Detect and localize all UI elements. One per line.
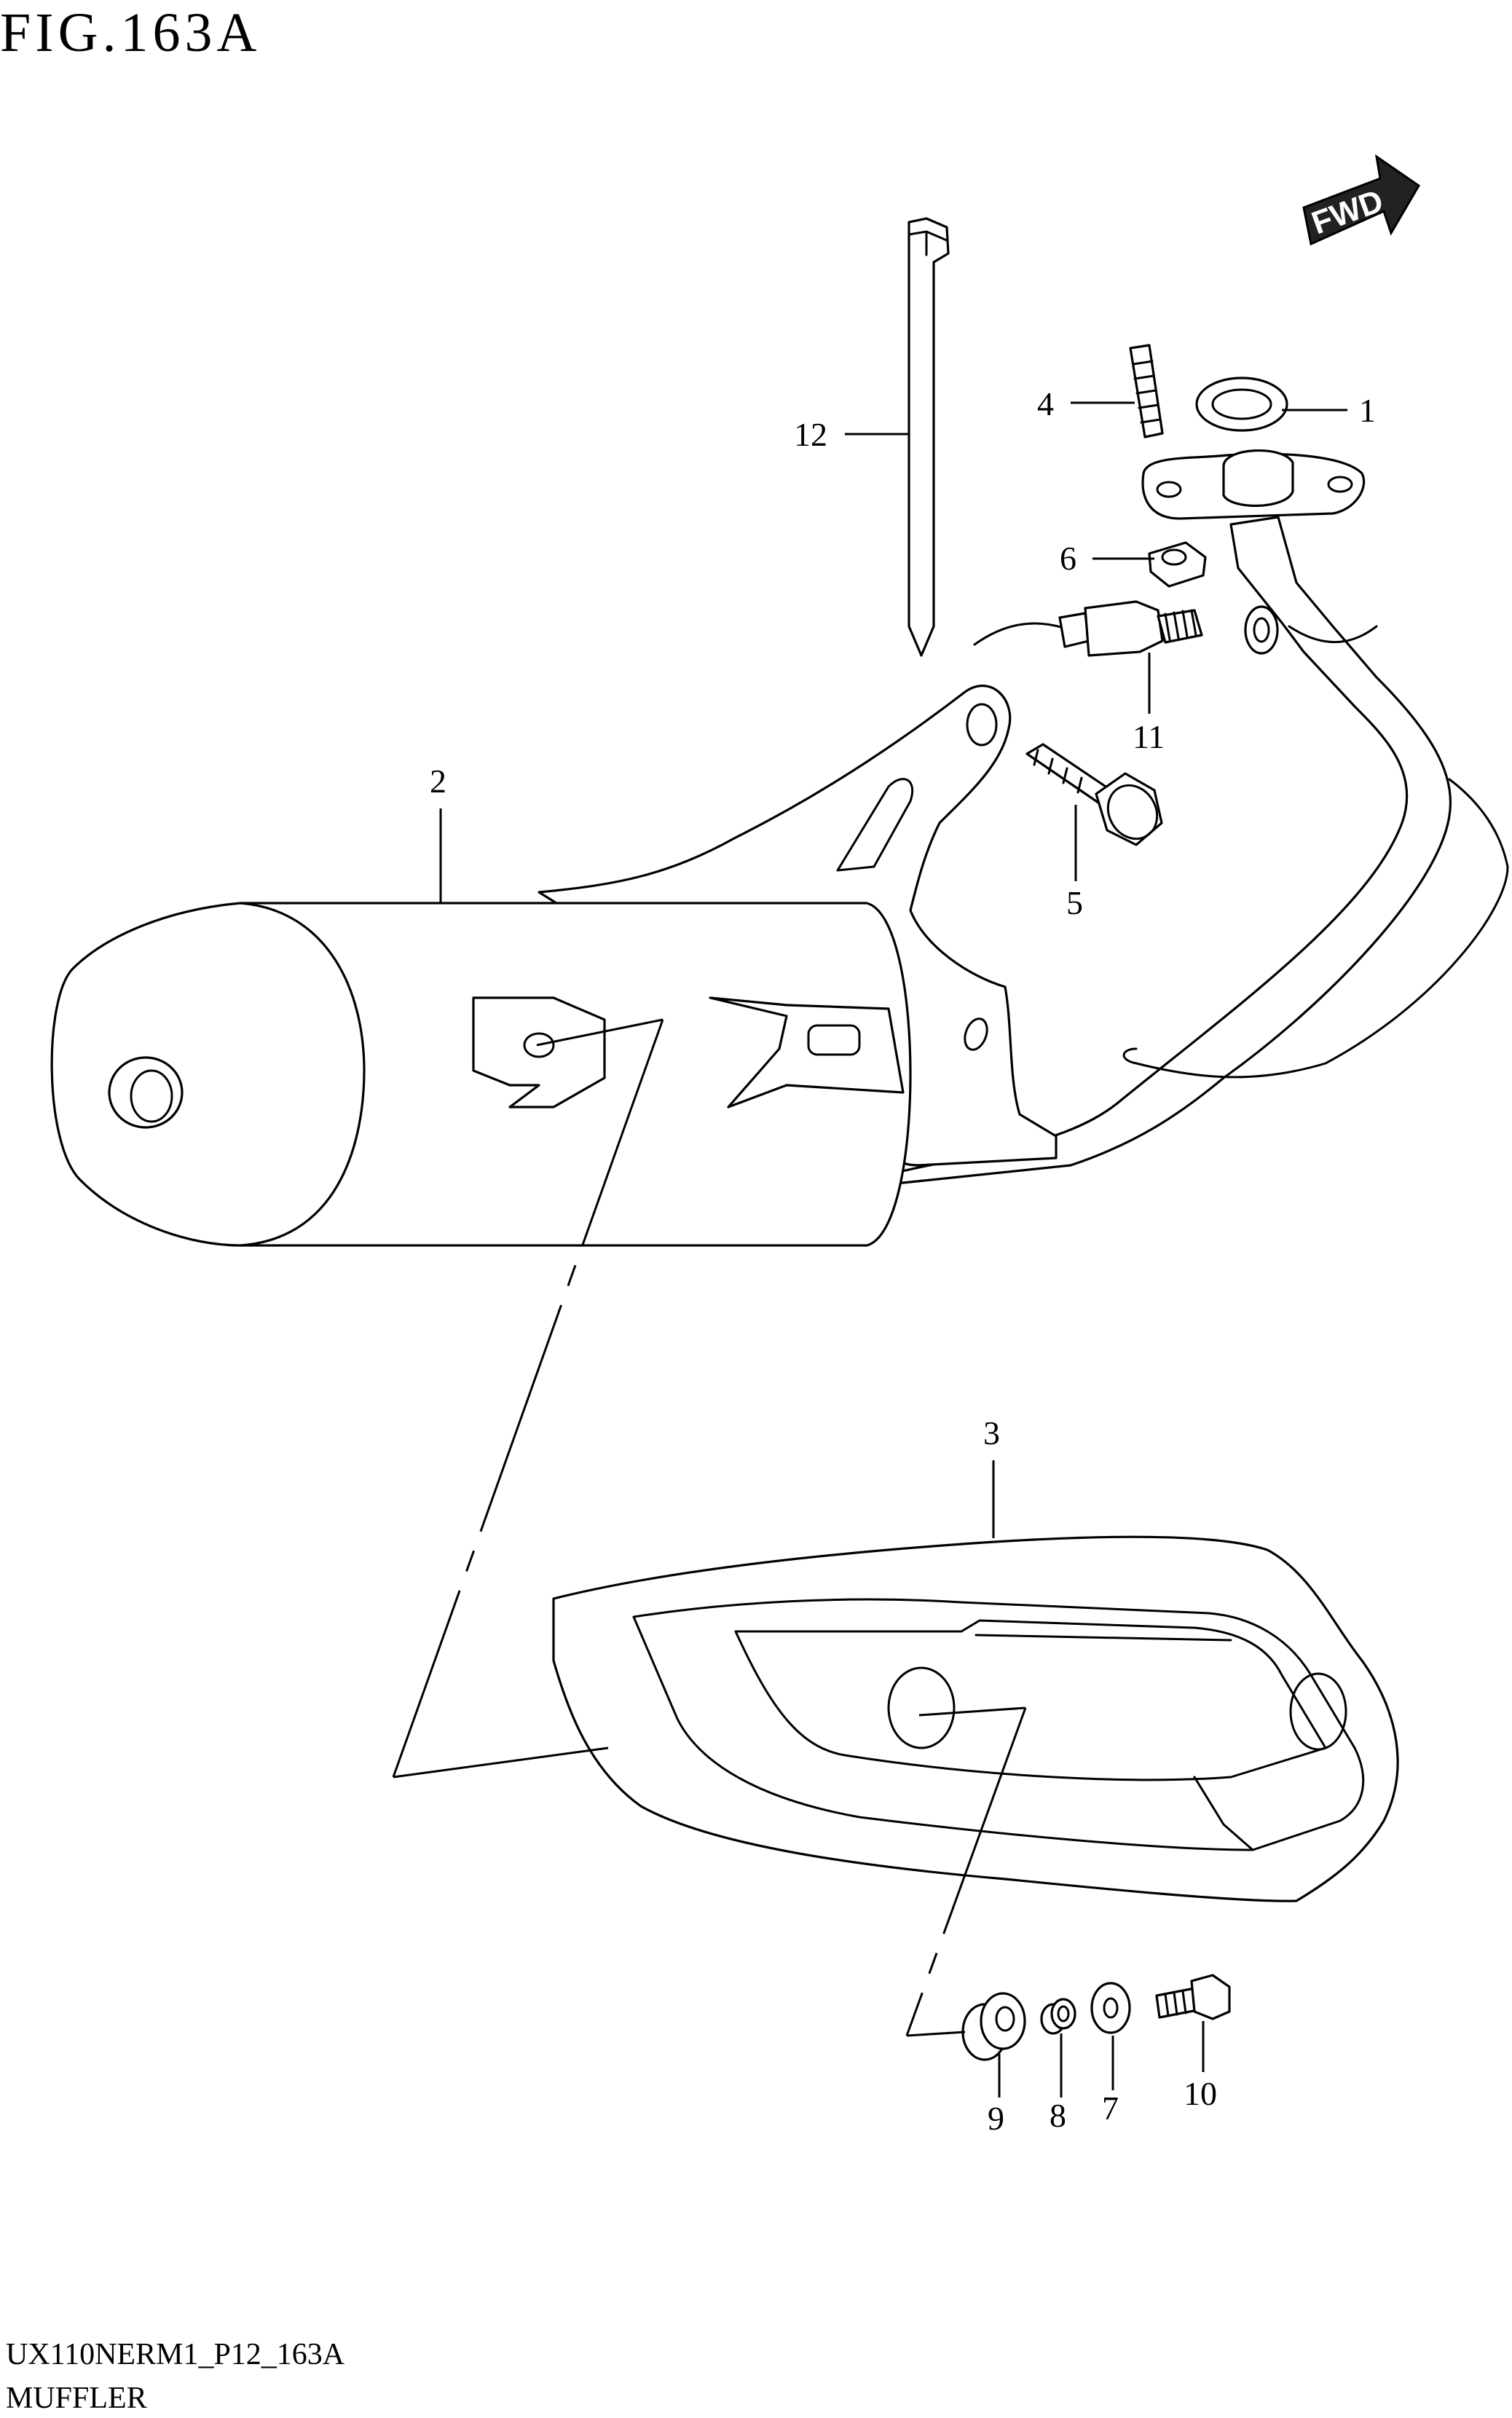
callout-4: 4: [1037, 385, 1054, 422]
callout-3: 3: [983, 1414, 1000, 1452]
figure-title: FIG.163A: [0, 2, 261, 63]
exhaust-pipe-part: [873, 516, 1509, 1185]
exhaust-gasket-part: [1195, 377, 1288, 432]
callout-2: 2: [430, 763, 446, 800]
flange-bolt-part: [1025, 743, 1163, 846]
muffler-body-part: [50, 902, 912, 1247]
callout-12: 12: [794, 416, 827, 453]
exhaust-flange-part: [1141, 449, 1366, 520]
washer-part: [1090, 1982, 1131, 2034]
cable-tie-part: [907, 217, 950, 657]
callout-11: 11: [1133, 718, 1165, 755]
callout-8: 8: [1050, 2097, 1066, 2134]
callout-7: 7: [1102, 2090, 1119, 2127]
callout-9: 9: [988, 2100, 1004, 2137]
shield-bolt-part: [1155, 1974, 1231, 2020]
callout-6: 6: [1060, 540, 1076, 577]
forward-arrow-icon: FWD: [1302, 154, 1420, 246]
callout-leader-lines: [439, 401, 1347, 2098]
flange-nut-part: [1148, 541, 1207, 588]
heat-shield-part: [552, 1535, 1399, 1902]
section-name: MUFFLER: [6, 2382, 147, 2415]
callout-1: 1: [1359, 392, 1376, 429]
rubber-grommet-part: [961, 1992, 1026, 2061]
stud-bolt-part: [1129, 344, 1164, 438]
assembly-guide-lines: [392, 1018, 1027, 2037]
callout-10: 10: [1184, 2075, 1217, 2112]
callout-5: 5: [1066, 884, 1083, 921]
collar-part: [1040, 1998, 1076, 2035]
diagram-code: UX110NERM1_P12_163A: [6, 2338, 345, 2371]
oxygen-sensor-part: [973, 600, 1203, 657]
